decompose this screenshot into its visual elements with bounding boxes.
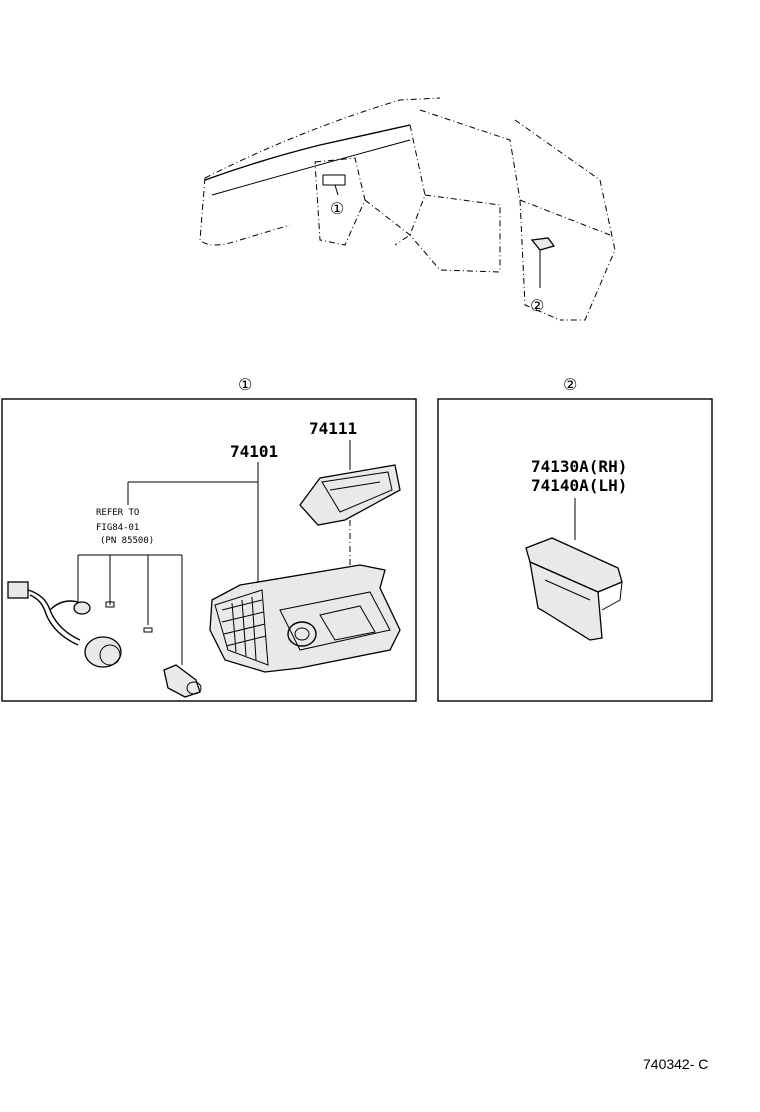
ashtray-lid-74111 (299, 464, 401, 526)
side-ashtray-74130a (525, 537, 623, 641)
part-number-74140a-lh: 74140A(LH) (531, 476, 627, 495)
panel-2-frame (437, 398, 713, 702)
overview-callout-1: ① (330, 199, 344, 218)
panel-2-callout: ② (563, 375, 577, 394)
part-number-74111: 74111 (309, 419, 357, 438)
wire-harness (7, 581, 153, 668)
panel-1-callout: ① (238, 375, 252, 394)
refer-note-line-2: FIG84-01 (96, 523, 139, 533)
part-number-74130a-rh: 74130A(RH) (531, 457, 627, 476)
ashtray-housing-74101 (209, 564, 401, 673)
dashboard-overview (199, 97, 616, 321)
refer-note-line-3: (PN 85500) (100, 536, 154, 546)
diagram-code: 740342- C (643, 1056, 709, 1072)
overview-callout-2: ② (530, 296, 544, 315)
part-number-74101: 74101 (230, 442, 278, 461)
panel-1-frame (1, 398, 417, 702)
bulb (163, 664, 202, 698)
refer-note-line-1: REFER TO (96, 508, 139, 518)
panel-1-leaders (77, 440, 351, 665)
